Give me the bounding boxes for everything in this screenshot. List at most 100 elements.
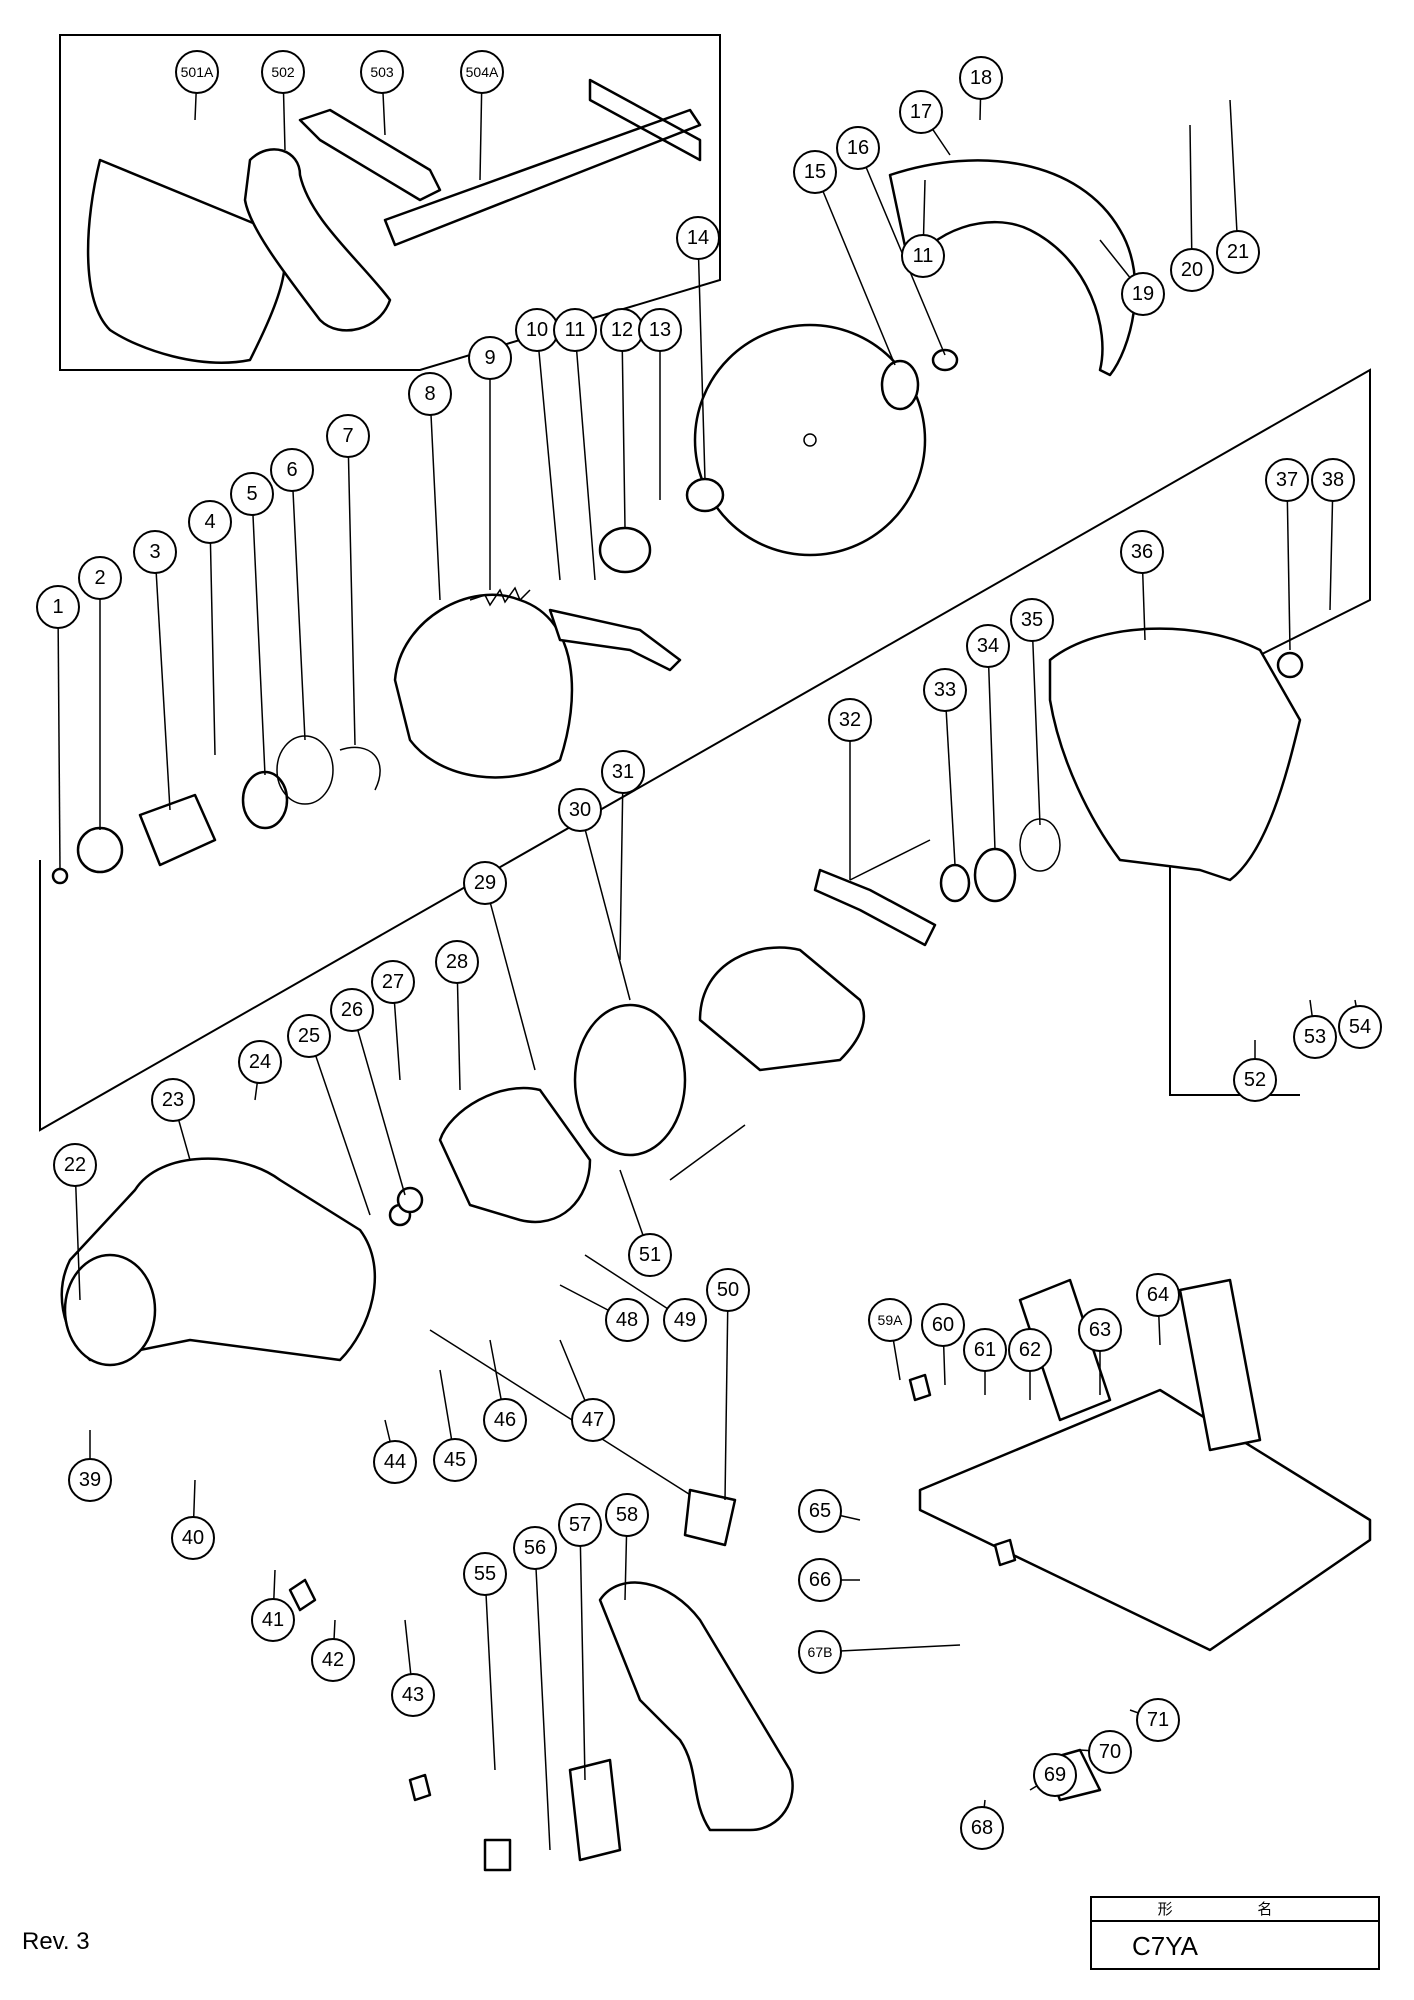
callout-number: 12 [611,319,633,341]
callout-leader-14 [697,237,706,481]
callout-36: 36 [1120,530,1164,574]
callout-number: 69 [1044,1764,1066,1786]
callout-number: 46 [494,1409,516,1431]
callout-leader-15 [814,171,896,366]
callout-number: 52 [1244,1069,1266,1091]
model-box: 形 名 C7YA [1090,1896,1380,1970]
callout-number: 18 [970,67,992,89]
callout-number: 31 [612,761,634,783]
callout-leader-55 [484,1573,496,1771]
callout-38: 38 [1311,458,1355,502]
callout-circle [188,500,232,544]
callout-number: 37 [1276,469,1298,491]
callout-number: 19 [1132,283,1154,305]
callout-number: 39 [79,1469,101,1491]
callout-number: 503 [370,64,394,80]
callout-leader-50 [724,1289,729,1501]
callout-56: 56 [513,1526,557,1570]
callout-61: 61 [963,1328,1007,1372]
callout-circle [798,1489,842,1533]
armature-shape [698,946,866,1072]
callout-circle [798,1630,842,1674]
callout-leader-4 [209,521,216,756]
callout-circle [1293,1015,1337,1059]
callout-number: 54 [1349,1016,1371,1038]
callout-number: 51 [639,1244,661,1266]
callout-circle [966,624,1010,668]
callout-19: 19 [1121,272,1165,316]
callout-46: 46 [483,1398,527,1442]
callout-54: 54 [1338,1005,1382,1049]
callout-circle [1233,1058,1277,1102]
callout-circle [1010,598,1054,642]
callout-31: 31 [601,750,645,794]
callout-leader-26 [351,1009,406,1196]
callout-number: 67B [808,1644,833,1660]
callout-circle [435,940,479,984]
callout-number: 65 [809,1500,831,1522]
callout-number: 34 [977,635,999,657]
callout-27: 27 [371,960,415,1004]
callout-circle [1265,458,1309,502]
gear-shape [76,826,124,874]
callout-leader-21 [1229,99,1239,253]
callout-501A: 501A [175,50,219,94]
callout-number: 21 [1227,241,1249,263]
callout-number: 44 [384,1451,406,1473]
callout-16: 16 [836,126,880,170]
callout-number: 22 [64,1154,86,1176]
callout-12: 12 [600,308,644,352]
callout-circle [1170,248,1214,292]
callout-number: 30 [569,799,591,821]
callout-circle [868,1298,912,1342]
callout-number: 40 [182,1527,204,1549]
callout-circle [251,1598,295,1642]
callout-leader-7 [347,435,356,746]
callout-circle [230,472,274,516]
callout-circle [571,1398,615,1442]
callout-37: 37 [1265,458,1309,502]
callout-55: 55 [463,1552,507,1596]
callout-number: 20 [1181,259,1203,281]
callout-32: 32 [828,698,872,742]
callout-circle [371,960,415,1004]
callout-number: 38 [1322,469,1344,491]
callout-40: 40 [171,1516,215,1560]
model-box-header: 形 名 [1092,1898,1378,1922]
callout-circle [1136,1698,1180,1742]
callout-number: 1 [52,596,63,618]
callout-5: 5 [230,472,274,516]
callout-number: 60 [932,1314,954,1336]
callout-number: 68 [971,1817,993,1839]
callout-22: 22 [53,1143,97,1187]
callout-number: 2 [94,567,105,589]
callout-number: 9 [484,347,495,369]
callout-circle [330,988,374,1032]
guide-shape [383,78,702,247]
callout-number: 55 [474,1563,496,1585]
callout-number: 49 [674,1309,696,1331]
callout-circle [408,372,452,416]
callout-502: 502 [261,50,305,94]
callout-number: 504A [466,64,499,80]
callout-number: 71 [1147,1709,1169,1731]
callout-number: 62 [1019,1339,1041,1361]
nozzle-shape [243,148,392,332]
callout-circle [460,50,504,94]
callout-69: 69 [1033,1753,1077,1797]
callout-1: 1 [36,585,80,629]
callout-leader-20 [1189,124,1193,271]
callout-leader-11 [574,329,596,581]
callout-number: 15 [804,161,826,183]
callout-43: 43 [391,1673,435,1717]
revision-label: Rev. 3 [22,1928,90,1955]
callout-25: 25 [287,1014,331,1058]
callout-504A: 504A [460,50,504,94]
callout-number: 70 [1099,1741,1121,1763]
callout-4: 4 [188,500,232,544]
main-assembly-outline [39,368,1371,1132]
callout-number: 42 [322,1649,344,1671]
callout-number: 11 [913,245,934,267]
callout-41: 41 [251,1598,295,1642]
callout-leader-56 [534,1547,551,1851]
